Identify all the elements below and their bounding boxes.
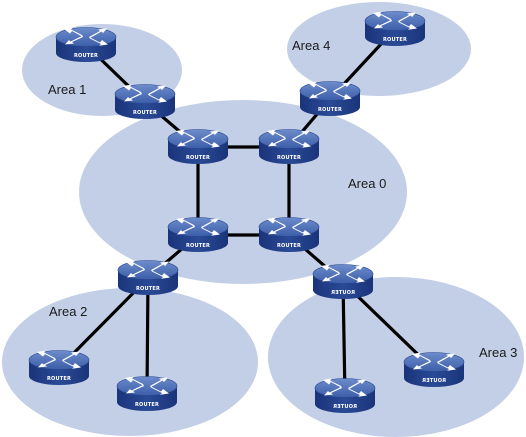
router-r-area2-leaf1: ROUTER xyxy=(28,350,90,386)
router-label: ROUTER xyxy=(136,286,160,292)
area-4-label: Area 4 xyxy=(292,38,330,53)
router-label: ROUTER xyxy=(133,110,157,116)
router-r-abr4: ROUTER xyxy=(299,81,361,117)
router-label: ROUTER xyxy=(383,37,407,43)
router-label: ROUTER xyxy=(135,402,159,408)
router-r-core-tr: ROUTER xyxy=(258,129,320,165)
area-0-region xyxy=(79,100,407,284)
router-r-core-bl: ROUTER xyxy=(167,217,229,253)
router-r-core-tl: ROUTER xyxy=(167,129,229,165)
router-r-area3-leaf2: ROUTER xyxy=(403,352,465,388)
area-3-label: Area 3 xyxy=(479,345,517,360)
router-r-area4-leaf: ROUTER xyxy=(364,11,426,47)
router-label: ROUTER xyxy=(277,155,301,161)
router-label: ROUTER xyxy=(186,155,210,161)
router-r-abr2: ROUTER xyxy=(117,260,179,296)
router-label: ROUTER xyxy=(186,243,210,249)
routers-layer: ROUTER ROUTER ROUTER ROUTER ROUTER ROUTER ROUT… xyxy=(28,11,465,414)
router-r-abr3: ROUTER xyxy=(312,264,374,300)
router-label: ROUTER xyxy=(333,404,357,410)
router-label: ROUTER xyxy=(422,378,446,384)
area-labels: Area 0 Area 1 Area 2 Area 3 Area 4 xyxy=(48,38,517,360)
link-r-abr2-to-r-area2-leaf2 xyxy=(145,276,150,396)
router-r-area2-leaf2: ROUTER xyxy=(116,376,178,412)
router-r-area1-leaf: ROUTER xyxy=(55,27,117,63)
area-1-label: Area 1 xyxy=(48,82,86,97)
area-0-label: Area 0 xyxy=(348,176,386,191)
router-label: ROUTER xyxy=(318,107,342,113)
router-label: ROUTER xyxy=(331,290,355,296)
router-r-core-br: ROUTER xyxy=(258,217,320,253)
router-label: ROUTER xyxy=(277,243,301,249)
router-label: ROUTER xyxy=(74,53,98,59)
link-r-abr3-to-r-area3-leaf1 xyxy=(341,280,347,398)
router-r-abr1: ROUTER xyxy=(114,84,176,120)
router-label: ROUTER xyxy=(47,376,71,382)
area-2-label: Area 2 xyxy=(49,304,87,319)
router-r-area3-leaf1: ROUTER xyxy=(314,378,376,414)
area-2-region xyxy=(2,288,258,436)
